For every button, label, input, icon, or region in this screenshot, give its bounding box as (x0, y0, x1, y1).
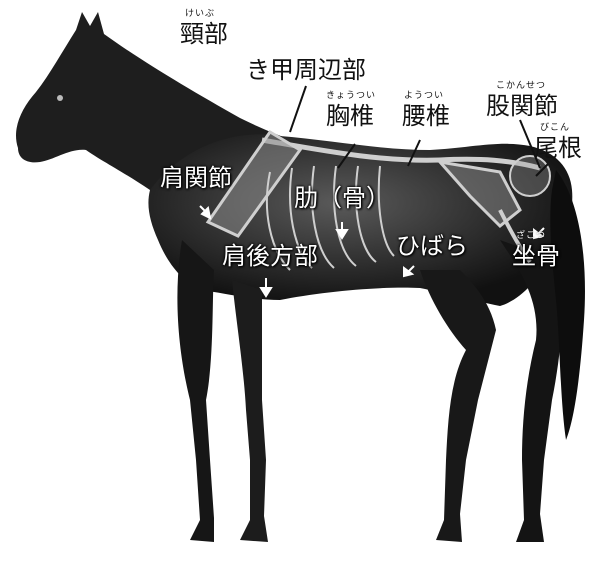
ischium-ruby: ざこつ (516, 232, 546, 241)
behind-shoulder-label: 肩後方部 (222, 244, 318, 268)
thoracic-ruby: きょうつい (326, 92, 376, 101)
hip-joint-ruby: こかんせつ (496, 82, 546, 91)
lumbar-vertebrae-label: 腰椎 (402, 104, 450, 128)
lumbar-ruby: ようつい (404, 92, 444, 101)
tail-root-ruby: びこん (540, 124, 570, 133)
flank-label: ひばら (396, 234, 468, 258)
shoulder-joint-label: 肩関節 (160, 166, 232, 190)
ribs-label: 肋（骨） (294, 186, 390, 210)
tail-root-label: 尾根 (534, 136, 582, 160)
withers-label: き甲周辺部 (246, 58, 366, 82)
hip-joint-label: 股関節 (486, 94, 558, 118)
neck-label: 頸部 (180, 22, 228, 46)
ischium-label: 坐骨 (512, 244, 560, 268)
leader-withers (290, 86, 306, 132)
thoracic-vertebrae-label: 胸椎 (326, 104, 374, 128)
neck-ruby: けいぶ (185, 10, 215, 19)
